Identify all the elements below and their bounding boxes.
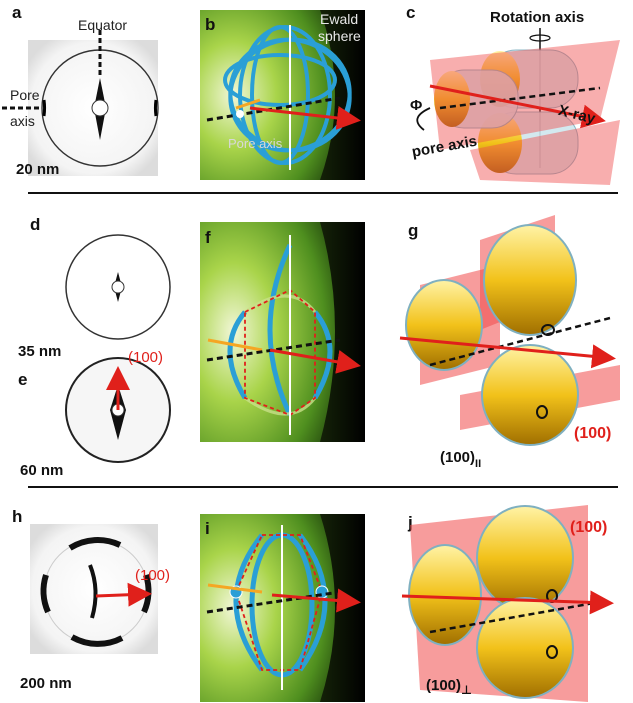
peak-label-h: (100) bbox=[135, 567, 170, 584]
pore-axis-line-j bbox=[429, 600, 601, 634]
panel-letter-a: a bbox=[12, 3, 22, 22]
panel-d: d 35 nm bbox=[18, 215, 171, 360]
panel-letter-c: c bbox=[406, 3, 415, 22]
ewald-label-line1: Ewald bbox=[320, 11, 358, 27]
panel-i: i bbox=[200, 514, 365, 702]
panel-a: a Equator Pore axis 20 nm bbox=[2, 3, 159, 178]
panel-g: g (100) (100)II bbox=[399, 215, 620, 470]
peak-arrow-h bbox=[95, 582, 152, 607]
phi-arc bbox=[416, 107, 431, 131]
ewald-label-line2: sphere bbox=[318, 28, 361, 44]
beamstop-a bbox=[91, 99, 109, 117]
hexagon-i bbox=[235, 534, 323, 671]
equator-label: Equator bbox=[78, 17, 127, 33]
panel-letter-i: i bbox=[205, 519, 210, 538]
panel-letter-g: g bbox=[408, 221, 418, 240]
pore-axis-label-b: Pore axis bbox=[228, 136, 283, 151]
peak-label-e: (100) bbox=[128, 349, 163, 366]
pore-axis-line-b bbox=[206, 96, 341, 122]
plane-label-j: (100) bbox=[570, 519, 607, 536]
orientation-label-j: (100)⊥ bbox=[426, 677, 472, 697]
panel-e: e (100) 60 nm bbox=[18, 349, 171, 479]
origin-b bbox=[236, 110, 244, 118]
xray-arrow-j bbox=[401, 590, 614, 615]
panel-f: f bbox=[200, 222, 365, 442]
xray-arrow-b bbox=[249, 106, 361, 130]
orange-axis-i bbox=[207, 583, 263, 594]
pore-axis-line-i bbox=[206, 590, 341, 614]
cylinders-c bbox=[434, 49, 579, 175]
panel-letter-f: f bbox=[205, 228, 211, 247]
panel-j: j (100) (100)⊥ bbox=[401, 505, 614, 702]
pore-axis-label-line1: Pore bbox=[10, 87, 40, 103]
panel-h: h (100) 200 nm bbox=[12, 507, 170, 692]
size-label-e: 60 nm bbox=[20, 462, 63, 479]
pore-axis-line-g bbox=[429, 316, 611, 367]
reciprocal-arcs-f bbox=[227, 243, 333, 417]
size-label-d: 35 nm bbox=[18, 343, 61, 360]
xray-arrow-i bbox=[271, 588, 361, 613]
cylinders-g bbox=[405, 224, 579, 446]
rotation-arrow-icon bbox=[529, 34, 551, 42]
beam-streak-h bbox=[88, 564, 98, 619]
panel-c: c Rotation axis Φ X-ray pore axis bbox=[406, 3, 620, 185]
panel-letter-e: e bbox=[18, 370, 27, 389]
xray-arrow-g bbox=[399, 336, 616, 369]
xray-arrow-c bbox=[429, 84, 606, 129]
panel-letter-j: j bbox=[407, 513, 413, 532]
pore-axis-line-c bbox=[439, 86, 601, 110]
rotation-axis-label: Rotation axis bbox=[490, 9, 584, 26]
panel-letter-h: h bbox=[12, 507, 22, 526]
diffraction-plane-c bbox=[430, 40, 620, 150]
pore-axis-line-f bbox=[206, 338, 341, 362]
panel-letter-d: d bbox=[30, 215, 40, 234]
reciprocal-rings-b bbox=[223, 25, 352, 165]
panel-letter-b: b bbox=[205, 15, 215, 34]
size-label-h: 200 nm bbox=[20, 675, 72, 692]
panel-b: b Ewald sphere Pore axis bbox=[200, 10, 365, 180]
xray-arrow-f bbox=[269, 348, 361, 374]
orange-axis-b bbox=[235, 98, 261, 110]
orange-axis-f bbox=[207, 338, 263, 352]
pore-axis-label-line2: axis bbox=[10, 113, 35, 129]
diffraction-plane-c2 bbox=[470, 120, 620, 185]
plane-label-g: (100) bbox=[574, 425, 611, 442]
orientation-label-g: (100)II bbox=[440, 449, 481, 470]
phi-label: Φ bbox=[410, 97, 422, 114]
size-label-a: 20 nm bbox=[16, 161, 59, 178]
